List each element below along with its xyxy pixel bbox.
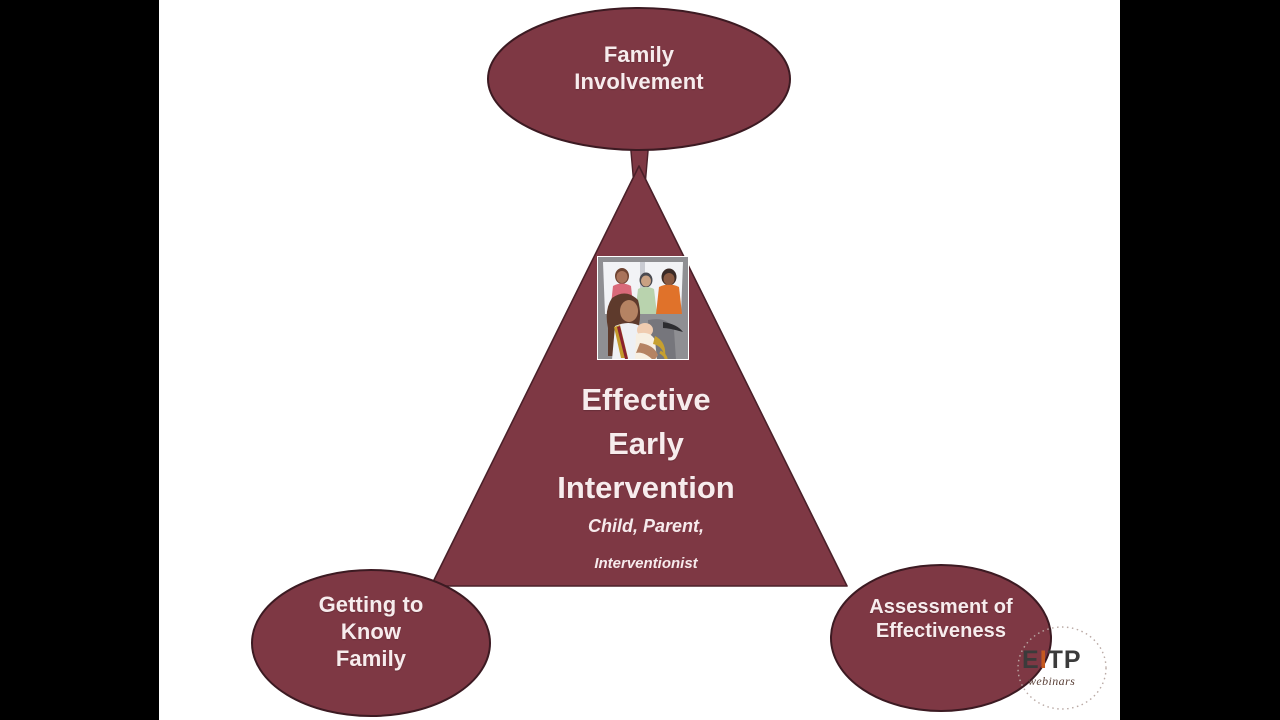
family-interventionist-clipart (597, 256, 689, 360)
letterbox-bar-left (0, 0, 159, 720)
triangle-body (430, 165, 848, 587)
letterbox-bar-right (1120, 0, 1280, 720)
node-getting-to-know-family[interactable] (251, 569, 491, 717)
node-assessment-of-effectiveness[interactable] (830, 564, 1052, 712)
node-family-involvement[interactable] (487, 7, 791, 151)
